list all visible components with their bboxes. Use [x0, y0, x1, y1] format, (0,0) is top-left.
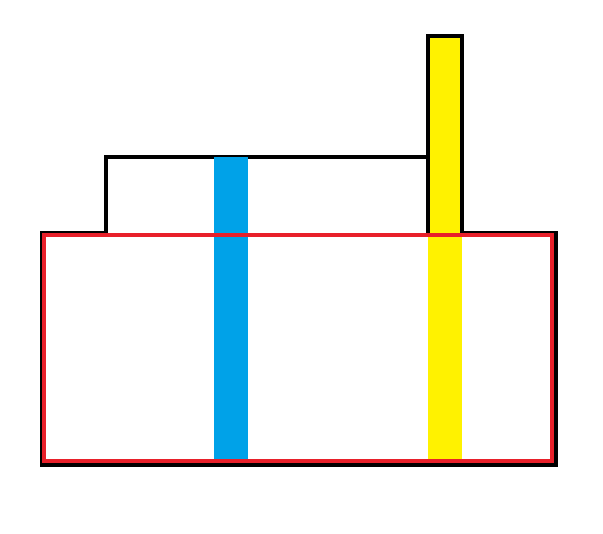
blue-bar	[214, 157, 248, 462]
red-rectangle	[42, 233, 554, 463]
black-outline-lower-left	[40, 231, 558, 467]
yellow-bar	[428, 36, 462, 462]
chimney-black-border	[426, 34, 464, 233]
black-outline-top-step	[104, 155, 428, 233]
